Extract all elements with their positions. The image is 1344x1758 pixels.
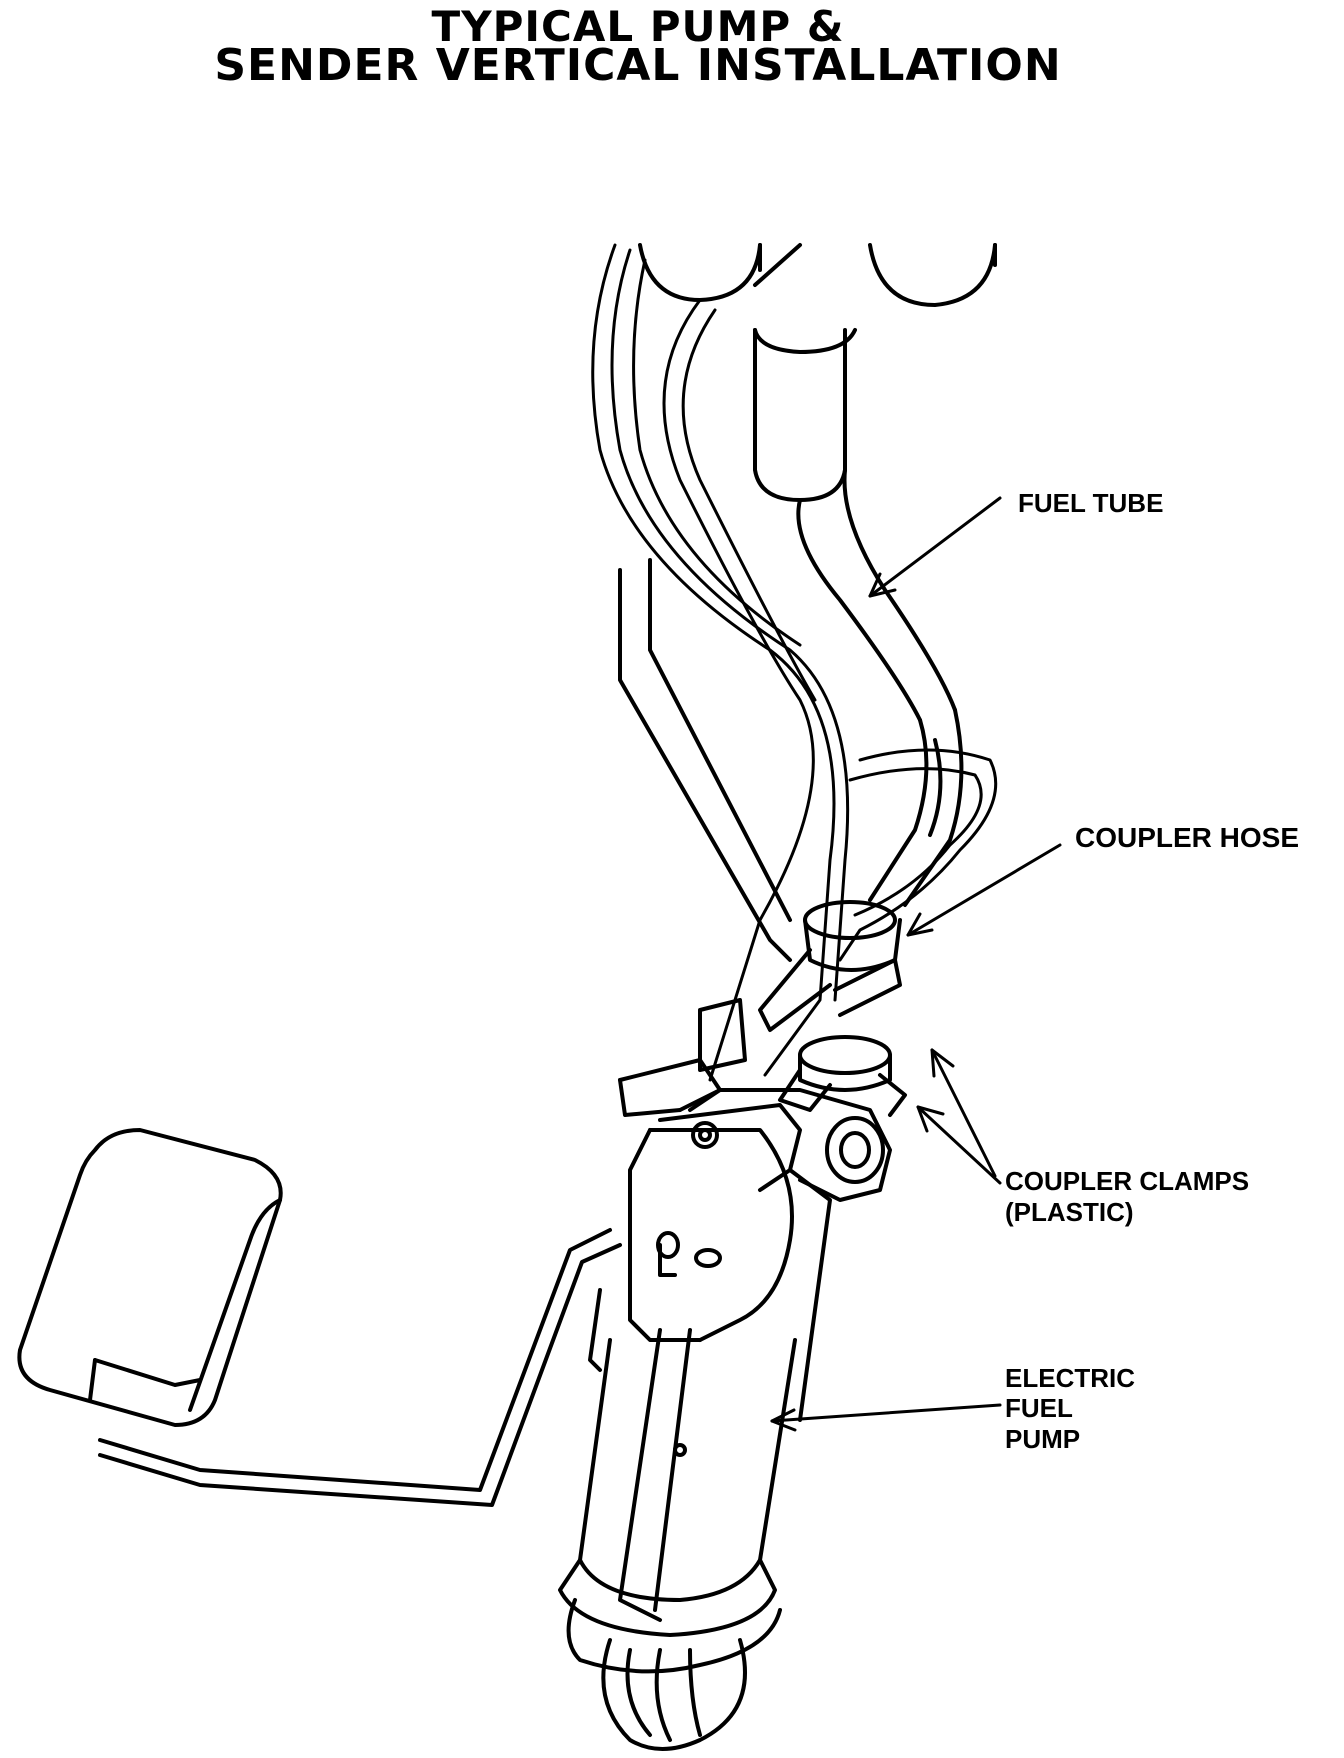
fuel-strainer	[601, 1638, 747, 1751]
callout-coupler-clamps-line2: (PLASTIC)	[1005, 1197, 1134, 1227]
return-tube	[753, 328, 957, 722]
bracket-rod	[618, 558, 792, 962]
callout-pump-line3: PUMP	[1005, 1424, 1081, 1454]
callout-fuel-tube: FUEL TUBE	[1018, 488, 1164, 518]
diagram-title-line1: TYPICAL PUMP &	[431, 2, 845, 51]
leader-lines	[770, 496, 1062, 1432]
callout-pump-line1: ELECTRIC	[1005, 1363, 1135, 1393]
callout-coupler-hose: COUPLER HOSE	[1075, 822, 1300, 853]
wire-harness	[591, 243, 998, 1082]
flange-tubes	[638, 243, 997, 354]
float-arm	[98, 1228, 622, 1507]
electric-fuel-pump	[558, 1288, 797, 1674]
diagram-title-line2: SENDER VERTICAL INSTALLATION	[214, 40, 1062, 91]
callout-pump-line2: FUEL	[1005, 1393, 1073, 1423]
sender-float	[17, 1128, 283, 1427]
fuel-tube	[868, 708, 964, 907]
callout-coupler-clamps-line1: COUPLER CLAMPS	[1005, 1166, 1250, 1196]
coupler-clamps	[758, 948, 907, 1117]
sender-body	[618, 998, 892, 1422]
